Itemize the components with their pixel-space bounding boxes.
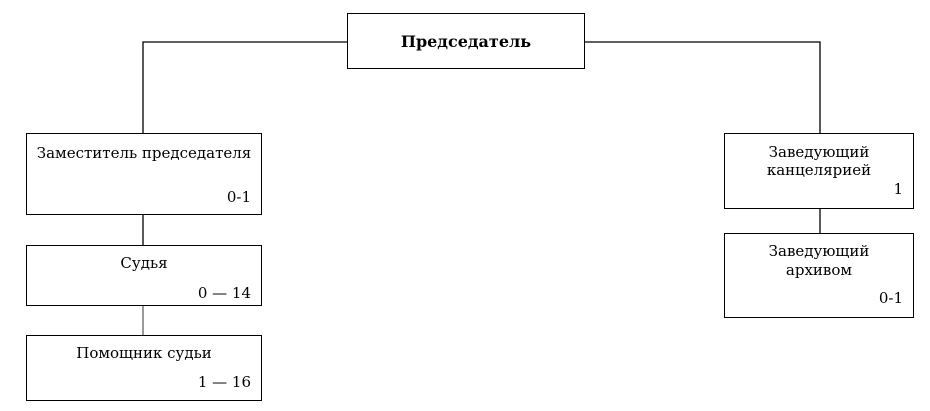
assistant-title: Помощник судьи [76,344,212,362]
office-head-title-line1: Заведующий [768,143,870,161]
archive-head-count: 0-1 [878,289,903,307]
connector-chairman-office-head [585,41,821,133]
archive-head-title-line1: Заведующий [768,242,870,260]
deputy-count: 0-1 [226,188,251,206]
archive-head-box: Заведующий архивом 0-1 [724,233,914,318]
archive-head-title-line2: архивом [785,261,853,279]
deputy-title: Заместитель председателя [36,144,252,162]
chairman-title: Председатель [400,31,532,51]
assistant-count: 1 — 16 [197,373,251,391]
deputy-box: Заместитель председателя 0-1 [26,133,262,215]
connector-chairman-deputy [142,41,347,133]
office-head-box: Заведующий канцелярией 1 [724,133,914,209]
judge-title: Судья [120,254,168,272]
judge-count: 0 — 14 [197,284,251,302]
judge-box: Судья 0 — 14 [26,245,262,306]
office-head-count: 1 [893,180,903,198]
office-head-title-line2: канцелярией [766,161,872,179]
assistant-box: Помощник судьи 1 — 16 [26,335,262,401]
chairman-box: Председатель [347,13,585,69]
